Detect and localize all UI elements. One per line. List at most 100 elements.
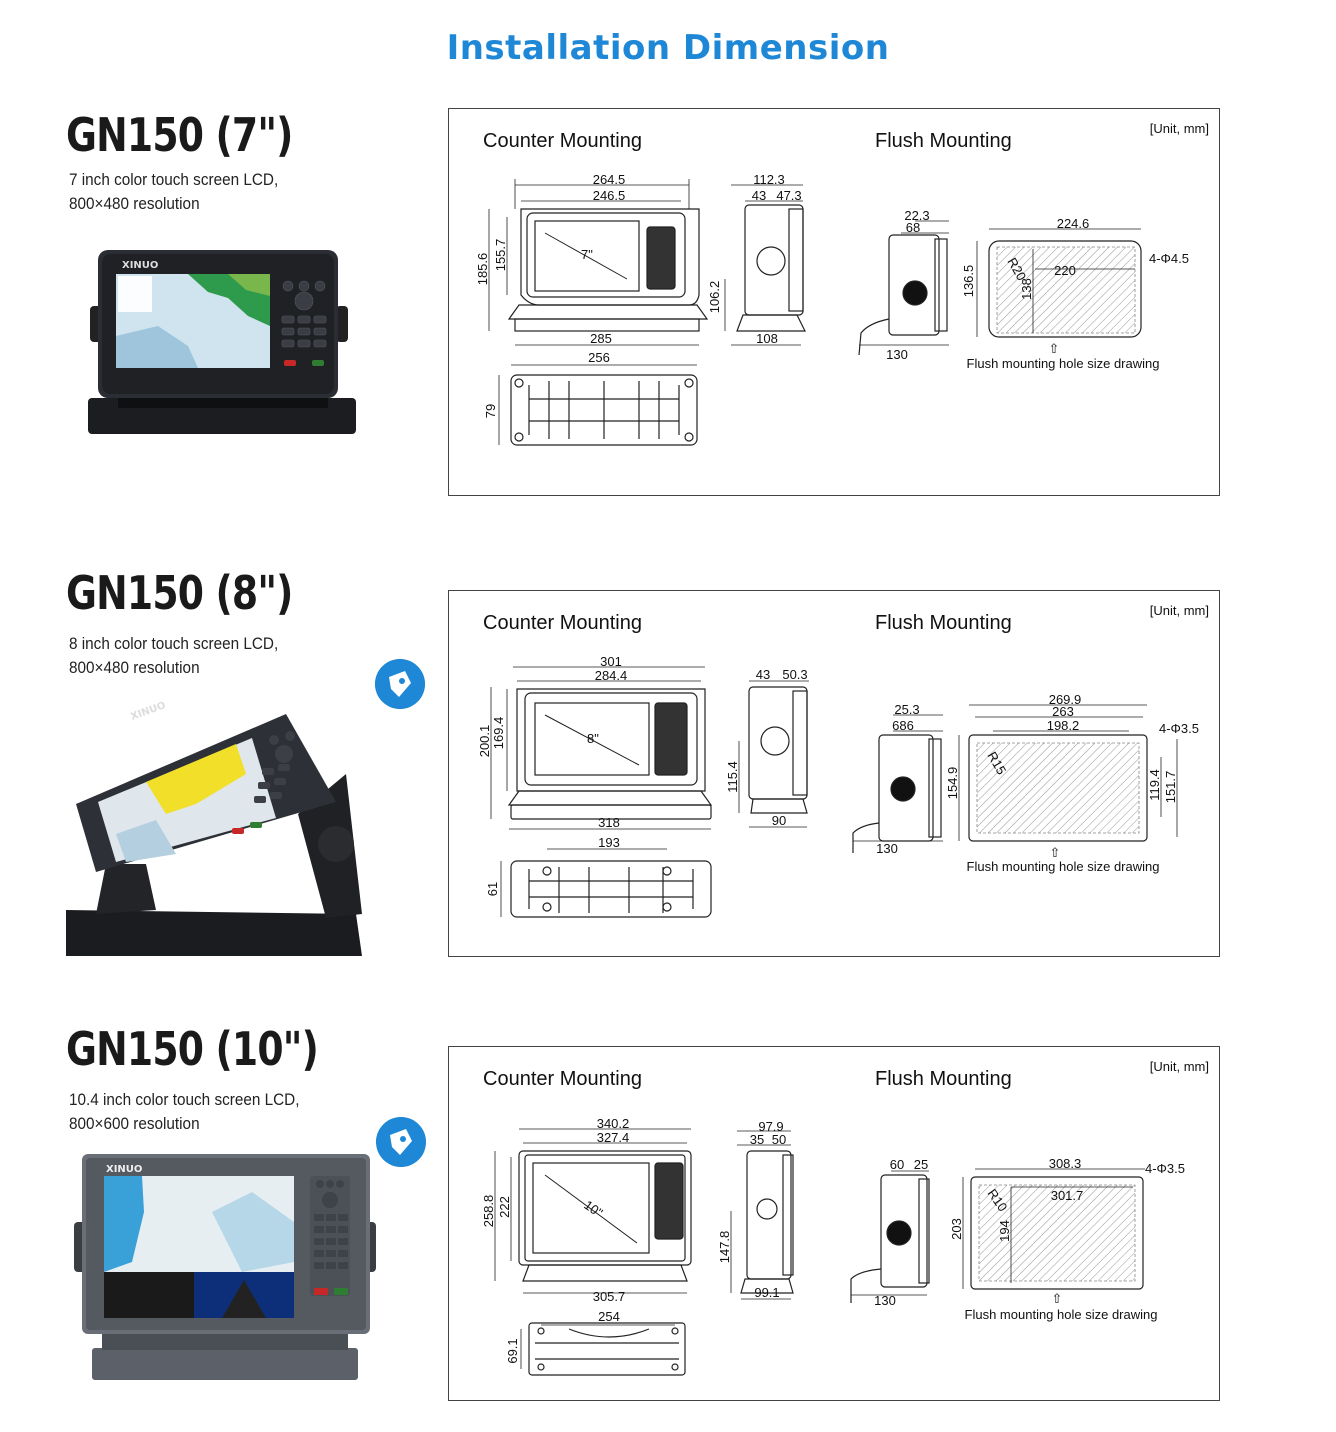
device-photo-10: XINUO [74,1154,376,1380]
touch-screen-icon [375,659,425,709]
dim-base-width: 285 [590,331,612,346]
drawing-panel-10: Counter Mounting Flush Mounting [Unit, m… [448,1046,1220,1401]
dim-side-base: 108 [756,331,778,346]
dim-front-height-outer: 185.6 [475,253,490,286]
bottom-view [510,374,698,446]
dim-side-a: 35 [750,1132,764,1147]
cutout-drawing [988,240,1142,338]
counter-mounting-heading: Counter Mounting [483,130,642,152]
side-view [736,204,806,332]
side-view [740,1150,794,1294]
page-title: Installation Dimension [446,28,890,68]
dim-side-height: 106.2 [707,281,722,314]
dim-front-width-outer: 264.5 [593,172,626,187]
dim-hole-height-outer: 136.5 [961,265,976,298]
dim-hole-height-inner: 138 [1019,278,1034,300]
dim-base-width: 318 [598,815,620,830]
front-view [518,1150,692,1282]
model-name: GN150 (8") [66,566,293,620]
dim-bottom-height: 69.1 [505,1338,520,1363]
dim-front-width-outer: 340.2 [597,1116,630,1131]
up-arrow-icon: ⇧ [1052,1291,1063,1306]
dim-screw-holes: 4-Φ3.5 [1145,1161,1185,1176]
dim-base-width: 305.7 [593,1289,626,1304]
dim-side-top: 97.9 [758,1119,783,1134]
dim-flush-depth: 130 [876,841,898,856]
touch-screen-icon [376,1117,426,1167]
model-description: 10.4 inch color touch screen LCD, 800×60… [69,1088,299,1136]
dim-hole-width-inner: 220 [1054,263,1076,278]
dim-bottom-height: 79 [483,404,498,418]
desc-line-1: 7 inch color touch screen LCD, [69,170,279,189]
flush-side-view [850,1174,930,1303]
front-view [507,208,709,332]
hole-caption: Flush mounting hole size drawing [965,1307,1158,1322]
dim-flush-depth: 130 [886,347,908,362]
brand-logo: XINUO [129,700,167,723]
screen-size-label: 7" [581,247,593,262]
dim-hole-width-inner: 301.7 [1051,1188,1084,1203]
dim-front-height-outer: 200.1 [477,725,492,758]
desc-line-2: 800×480 resolution [69,658,200,677]
dim-side-a: 43 [756,667,770,682]
dim-hole-width-mid: 263 [1052,704,1074,719]
dim-side-base: 99.1 [754,1285,779,1300]
hole-caption: Flush mounting hole size drawing [967,356,1160,371]
dim-front-width-inner: 327.4 [597,1130,630,1145]
cutout-drawing [968,734,1148,842]
dim-screw-holes: 4-Φ4.5 [1149,251,1189,266]
dim-side-b: 50 [772,1132,786,1147]
model-name: GN150 (7") [66,108,293,162]
dim-hole-height-outer: 154.9 [945,767,960,800]
up-arrow-icon: ⇧ [1049,341,1060,356]
dim-front-height-inner: 155.7 [493,239,508,272]
device-photo-7: XINUO [88,250,356,434]
unit-label: [Unit, mm] [1150,603,1209,618]
dim-hole-width-outer: 308.3 [1049,1156,1082,1171]
desc-line-1: 8 inch color touch screen LCD, [69,634,279,653]
counter-mounting-heading: Counter Mounting [483,1068,642,1090]
dim-hole-height-right: 151.7 [1163,771,1178,804]
model-description: 8 inch color touch screen LCD, 800×480 r… [69,632,278,680]
screen-size-label: 8" [587,731,599,746]
drawing-panel-8: Counter Mounting Flush Mounting [Unit, m… [448,590,1220,957]
dim-flush-b: 25 [914,1157,928,1172]
counter-mounting-heading: Counter Mounting [483,612,642,634]
dim-front-height-outer: 258.8 [481,1195,496,1228]
dim-flush-a: 22.3 [904,208,929,223]
brand-logo: XINUO [122,260,158,271]
dim-flush-b: 68 [906,220,920,235]
cutout-drawing [970,1176,1144,1290]
dim-flush-a: 25.3 [894,702,919,717]
dim-flush-a: 60 [890,1157,904,1172]
desc-line-2: 800×480 resolution [69,194,200,213]
model-name: GN150 (10") [66,1022,319,1076]
dim-side-height: 147.8 [717,1231,732,1264]
up-arrow-icon: ⇧ [1050,845,1061,860]
dim-bottom-width: 193 [598,835,620,850]
device-photo-8: XINUO [66,700,362,956]
dim-bottom-width: 254 [598,1309,620,1324]
dim-hole-width-outer: 269.9 [1049,692,1082,707]
dim-hole-height-outer: 203 [949,1218,964,1240]
bottom-view [510,860,712,918]
front-view [507,688,713,820]
brand-logo: XINUO [106,1164,142,1175]
unit-label: [Unit, mm] [1150,1059,1209,1074]
dim-side-base: 90 [772,813,786,828]
dim-bottom-width: 256 [588,350,610,365]
flush-side-view [852,734,942,853]
flush-mounting-heading: Flush Mounting [875,612,1012,634]
dim-hole-height-inner: 119.4 [1147,769,1162,801]
dim-hole-height-inner: 194 [997,1220,1012,1242]
dim-front-width-outer: 301 [600,654,622,669]
dim-side-top: 112.3 [753,172,785,187]
flush-mounting-heading: Flush Mounting [875,1068,1012,1090]
unit-label: [Unit, mm] [1150,121,1209,136]
dim-hole-width-outer: 224.6 [1057,216,1090,231]
desc-line-2: 800×600 resolution [69,1114,200,1133]
dim-screw-holes: 4-Φ3.5 [1159,721,1199,736]
side-view [748,686,808,814]
dim-side-a: 43 [752,188,766,203]
dim-side-b: 50.3 [782,667,807,682]
